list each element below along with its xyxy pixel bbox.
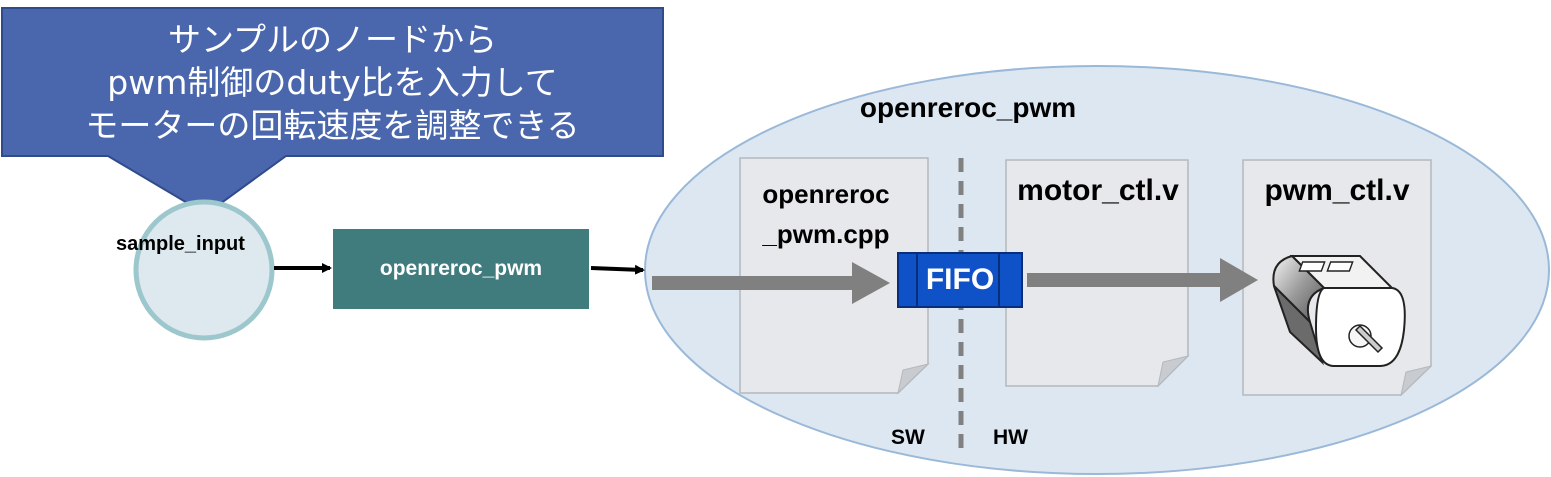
document-openreroc-pwm-cpp	[739, 157, 930, 395]
document-1-line-2: _pwm.cpp	[762, 219, 890, 249]
callout-shape	[1, 7, 664, 216]
arrow-cpp-to-fifo	[652, 262, 890, 304]
arrow-fifo-to-motor	[1027, 258, 1258, 302]
arrow-box-to-region	[590, 264, 645, 275]
fifo-label: FIFO	[925, 263, 995, 296]
document-1-label: openreroc _pwm.cpp	[740, 174, 912, 254]
sample-input-node	[133, 199, 275, 341]
callout-line-2: pwm制御のduty比を入力して	[107, 63, 558, 102]
fifo-block	[897, 252, 1023, 308]
hw-label: HW	[993, 426, 1028, 449]
document-1-line-1: openreroc	[762, 179, 890, 209]
motor-icon	[1272, 254, 1406, 367]
callout-line-3: モーターの回転速度を調整できる	[85, 106, 580, 145]
ros-node-box	[333, 229, 589, 309]
callout-text: サンプルのノードから pwm制御のduty比を入力して モーターの回転速度を調整…	[0, 18, 665, 147]
callout-line-1: サンプルのノードから	[167, 20, 497, 59]
sample-input-label: sample_input	[116, 233, 245, 255]
sw-label: SW	[891, 426, 925, 449]
document-3-label: pwm_ctl.v	[1264, 174, 1410, 207]
ros-node-box-label: openreroc_pwm	[379, 257, 543, 280]
region-title: openreroc_pwm	[859, 92, 1077, 123]
document-2-label: motor_ctl.v	[1017, 174, 1179, 207]
